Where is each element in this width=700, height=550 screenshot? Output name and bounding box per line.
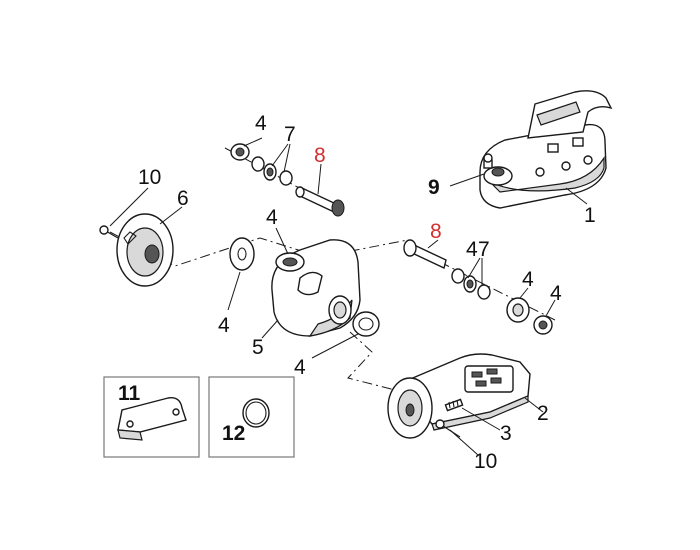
screw-3 <box>444 398 464 412</box>
label-part-4-right-a: 4 <box>522 268 534 291</box>
label-part-5: 5 <box>252 336 264 359</box>
label-part-11: 11 <box>118 382 141 405</box>
label-part-4-center-left: 4 <box>218 314 230 337</box>
part-labels: 1 2 3 4 4 4 4 4 4 4 5 6 7 7 8 8 9 10 10 … <box>118 112 596 473</box>
label-part-4-bottom: 4 <box>294 356 306 379</box>
pin-right <box>403 239 447 269</box>
washer-right <box>506 297 530 323</box>
label-part-7-upper: 7 <box>284 123 296 146</box>
label-part-8-right: 8 <box>430 220 442 243</box>
label-part-10-lower: 10 <box>474 450 497 473</box>
label-part-3: 3 <box>500 422 512 445</box>
label-part-1: 1 <box>584 204 596 227</box>
bearing-housing <box>271 239 361 337</box>
label-part-4-center-top: 4 <box>266 206 278 229</box>
spring-washers-upper <box>251 156 293 186</box>
inset-box-12 <box>208 376 295 458</box>
nut-right <box>533 315 553 335</box>
label-part-10-upper: 10 <box>138 166 161 189</box>
flange-cover <box>116 213 174 287</box>
label-part-4-upper: 4 <box>255 112 267 135</box>
label-part-7-right: 7 <box>478 238 490 261</box>
label-part-12: 12 <box>222 422 245 445</box>
damper-housing <box>387 353 531 439</box>
label-part-2: 2 <box>537 402 549 425</box>
grease-nipple <box>483 153 493 169</box>
label-part-6: 6 <box>177 187 189 210</box>
coupling-head <box>479 90 613 209</box>
label-part-4-right-b: 4 <box>550 282 562 305</box>
leader-lines <box>109 137 588 456</box>
label-part-4-right-c: 4 <box>466 238 478 261</box>
label-part-9: 9 <box>428 176 440 199</box>
label-part-8-upper: 8 <box>314 144 326 167</box>
washer-upper <box>230 143 250 161</box>
bolt-upper-left <box>99 225 119 239</box>
washer-center-left <box>229 237 255 271</box>
inset-box-11 <box>103 376 200 458</box>
pin-upper <box>295 186 345 217</box>
washer-center-right <box>352 311 380 337</box>
spring-washers-right <box>451 268 491 300</box>
